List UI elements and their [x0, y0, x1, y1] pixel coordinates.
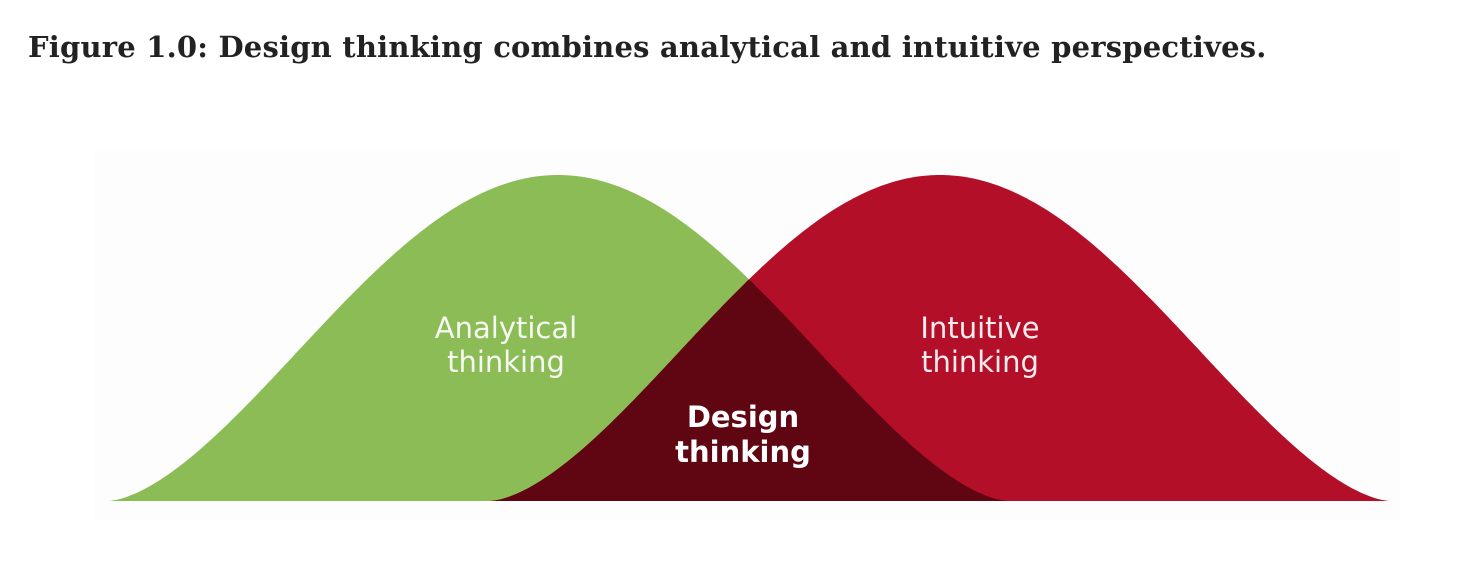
analytical-label-line1: Analytical [435, 311, 577, 345]
design-label-line2: thinking [675, 435, 811, 469]
figure-caption: Figure 1.0: Design thinking combines ana… [28, 30, 1267, 64]
intuitive-label-line1: Intuitive [920, 311, 1039, 345]
design-thinking-overlap [490, 280, 1008, 501]
analytical-label-line2: thinking [447, 345, 565, 379]
intuitive-label-line2: thinking [921, 345, 1039, 379]
design-label-line1: Design [687, 400, 799, 434]
